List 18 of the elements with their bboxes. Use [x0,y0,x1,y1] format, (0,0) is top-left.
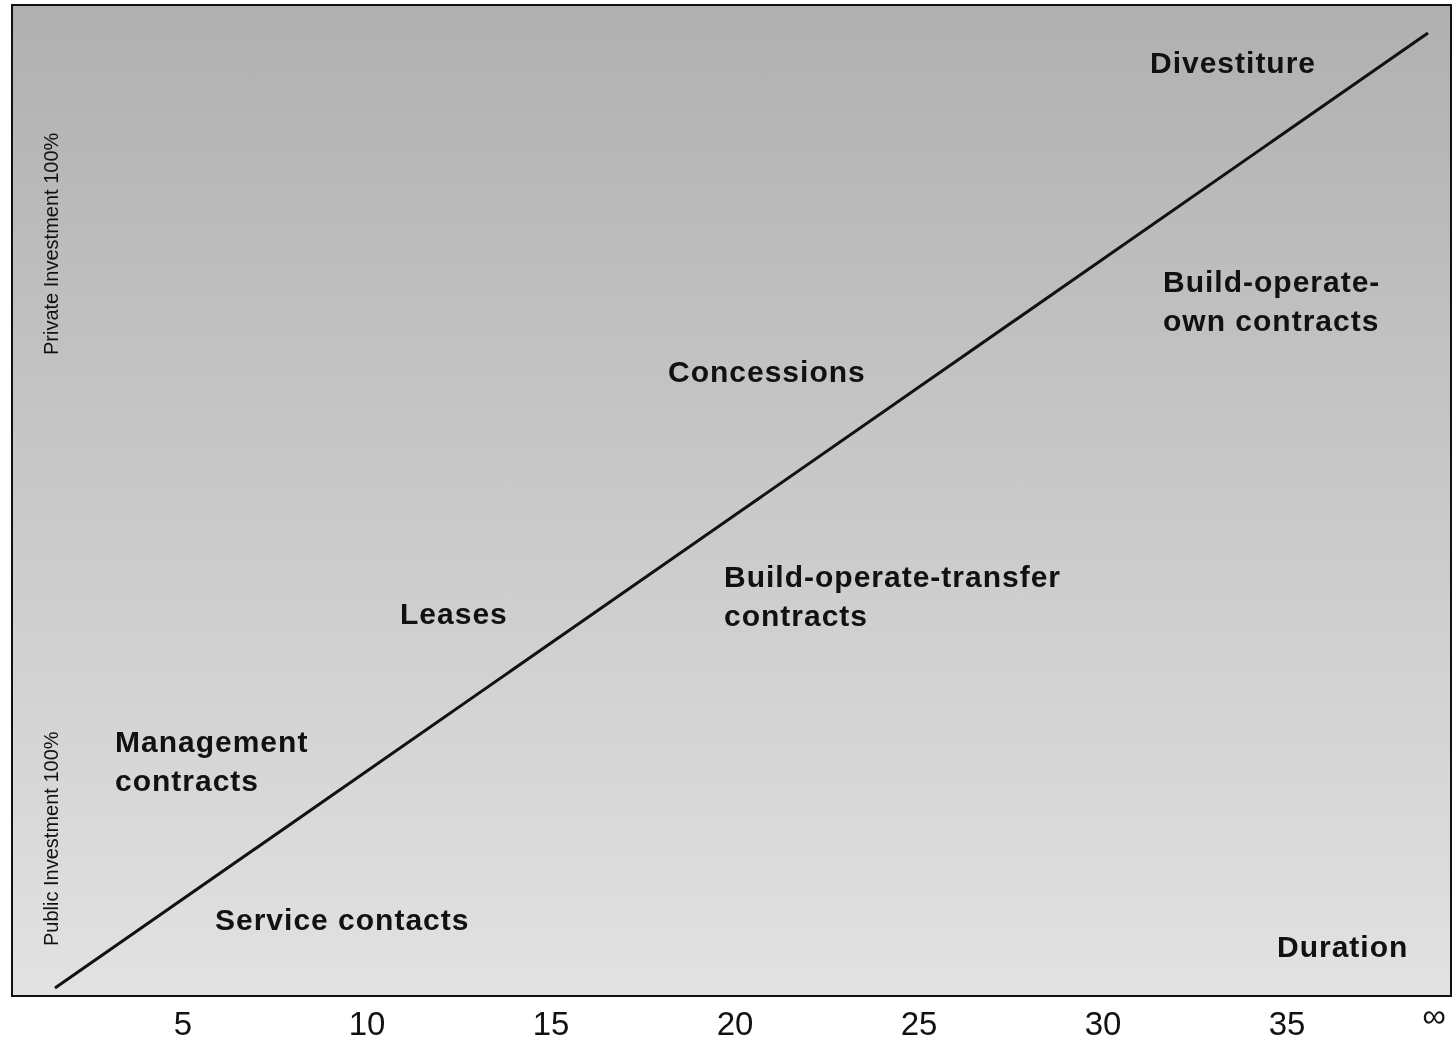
tick-label: 35 [1268,1004,1306,1044]
tick-label: 15 [532,1004,570,1044]
axis-label: Private Investment 100% [39,131,63,355]
tick-label: 5 [173,1004,193,1044]
axis-label: Public Investment 100% [39,730,63,946]
tick-label: 10 [348,1004,386,1044]
tick-label: 30 [1084,1004,1122,1044]
region-label: Leases [400,596,508,632]
tick-label: 20 [716,1004,754,1044]
region-label: Management contracts [115,724,310,799]
region-label: Divestiture [1150,45,1317,81]
tick-label: 25 [900,1004,938,1044]
region-label: Service contacts [215,902,470,938]
region-label: Concessions [668,354,866,390]
axis-label: Duration [1277,929,1409,965]
region-label: Build-operate-transfer contracts [724,559,1063,634]
region-label: Build-operate-own contracts [1163,264,1382,339]
tick-label: ∞ [1422,996,1446,1036]
